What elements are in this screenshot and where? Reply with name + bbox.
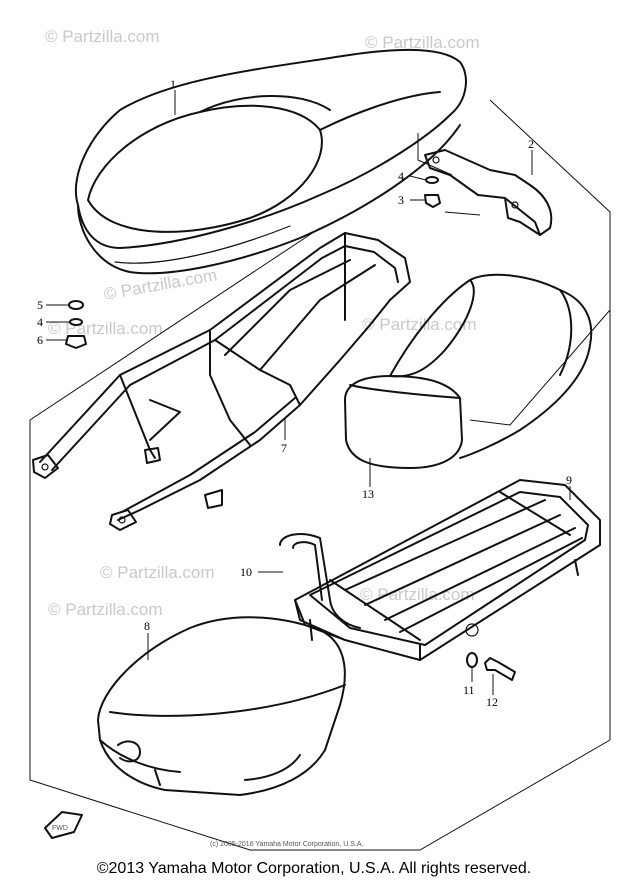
watermark-7: © Partzilla.com <box>48 600 163 619</box>
fastener-set-upper <box>424 176 441 208</box>
callout-13: 13 <box>362 487 374 501</box>
callout-12: 12 <box>486 695 498 709</box>
dual-seat <box>74 48 467 275</box>
callout-6: 6 <box>37 333 43 347</box>
callout-3: 3 <box>398 193 404 207</box>
rear-frame-rack <box>32 232 411 531</box>
fastener-set-lower <box>466 652 516 681</box>
callout-9: 9 <box>566 473 572 487</box>
callout-1: 1 <box>170 77 176 91</box>
watermark-5: © Partzilla.com <box>362 315 477 334</box>
callout-5: 5 <box>37 298 43 312</box>
watermarks: © Partzilla.com © Partzilla.com © Partzi… <box>45 27 480 619</box>
callouts: 1 2 4 3 5 4 6 7 13 9 10 8 11 12 <box>37 77 572 709</box>
inner-copyright: (c) 2005-2016 Yamaha Motor Corporation, … <box>210 841 363 848</box>
fwd-label: FWD <box>52 825 68 832</box>
callout-2: 2 <box>528 137 534 151</box>
callout-4-left: 4 <box>37 315 43 329</box>
watermark-4: © Partzilla.com <box>48 319 163 338</box>
group-frame <box>29 99 611 851</box>
watermark-1: © Partzilla.com <box>45 27 160 46</box>
watermark-8: © Partzilla.com <box>360 585 475 604</box>
solo-seat <box>97 616 346 796</box>
fwd-arrow: FWD <box>44 811 83 839</box>
callout-7: 7 <box>281 441 287 455</box>
leader-lines <box>46 90 571 695</box>
pillion-seat <box>344 273 593 469</box>
callout-4-upper: 4 <box>398 169 404 183</box>
callout-8: 8 <box>144 619 150 633</box>
luggage-carrier <box>279 479 601 661</box>
watermark-2: © Partzilla.com <box>365 33 480 52</box>
copyright-footer: ©2013 Yamaha Motor Corporation, U.S.A. A… <box>96 860 532 877</box>
callout-11: 11 <box>463 683 475 697</box>
seat-bracket <box>424 149 553 236</box>
callout-10: 10 <box>240 565 252 579</box>
watermark-3: © Partzilla.com <box>102 265 218 304</box>
watermark-6: © Partzilla.com <box>100 563 215 582</box>
